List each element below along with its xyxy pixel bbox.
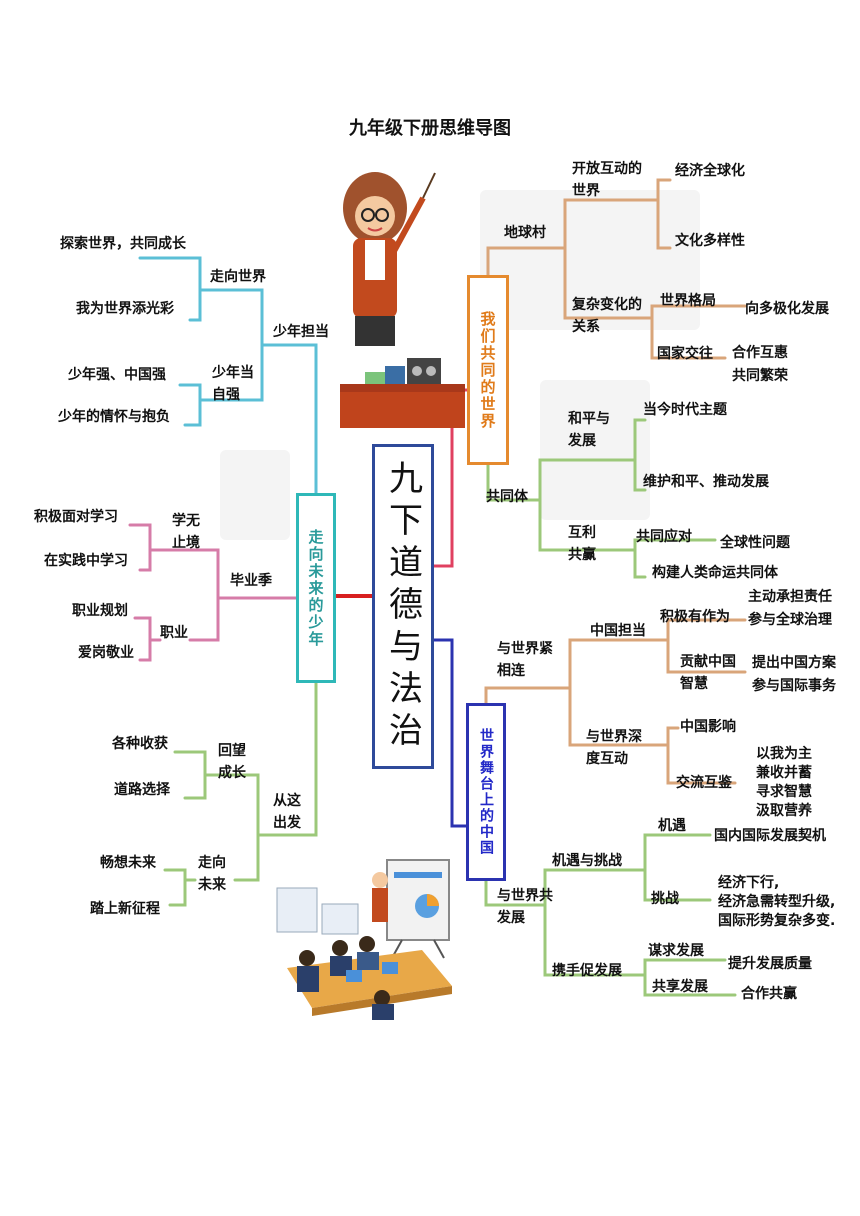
node-item: 踏上新征程: [90, 901, 160, 917]
center-topic: 九下道德与法治: [382, 459, 423, 754]
node-item: 参与全球治理: [748, 612, 832, 628]
center-topic-box: 九下道德与法治: [372, 444, 434, 769]
unit-box-right-top: 我们共同的世界: [467, 275, 509, 465]
node-item: 全球性问题: [720, 535, 790, 551]
node-section: 开放互动的世界: [572, 161, 642, 199]
node-item: 文化多样性: [675, 233, 745, 249]
node-section: 和平与发展: [568, 411, 610, 449]
node-item: 提出中国方案: [752, 655, 836, 671]
node-lesson: 共同体: [486, 489, 528, 505]
node-section: 少年当自强: [212, 365, 254, 403]
node-section: 复杂变化的关系: [572, 297, 642, 335]
node-lesson: 少年担当: [273, 324, 329, 340]
node-item: 维护和平、推动发展: [643, 474, 769, 490]
node-subsection: 共享发展: [652, 979, 708, 995]
node-item: 经济急需转型升级,: [718, 894, 836, 910]
unit-box-right-bottom: 世界舞台上的中国: [466, 703, 506, 881]
node-subsection: 挑战: [651, 891, 679, 907]
node-item: 少年强、中国强: [68, 367, 166, 383]
teacher-illustration: [340, 172, 465, 428]
node-item: 在实践中学习: [44, 553, 128, 569]
node-item: 兼收并蓄: [756, 765, 812, 781]
node-lesson: 从这出发: [273, 793, 301, 831]
node-item: 经济全球化: [675, 163, 745, 179]
world-map-shading: [540, 380, 650, 520]
node-subsection: 积极有作为: [660, 609, 730, 625]
node-item: 国内国际发展契机: [714, 828, 826, 844]
node-subsection: 机遇: [658, 818, 686, 834]
node-section: 中国担当: [590, 623, 646, 639]
node-subsection: 谋求发展: [648, 943, 704, 959]
node-section: 职业: [160, 625, 188, 641]
node-section: 互利共赢: [568, 525, 596, 563]
node-subsection: 交流互鉴: [676, 775, 732, 791]
node-item: 积极面对学习: [34, 509, 118, 525]
trunk-left-bottom: [260, 681, 318, 837]
node-item: 汲取营养: [756, 803, 812, 819]
node-item: 寻求智慧: [756, 784, 812, 800]
node-item: 探索世界，共同成长: [60, 236, 186, 252]
node-item: 合作共赢: [741, 986, 797, 1002]
node-item: 经济下行,: [718, 875, 780, 891]
node-item: 共同繁荣: [732, 368, 788, 384]
connector-right-bottom: [432, 638, 468, 828]
node-section: 学无止境: [172, 513, 200, 551]
node-lesson: 与世界紧相连: [497, 641, 553, 679]
node-lesson: 与世界共发展: [497, 888, 553, 926]
node-item: 提升发展质量: [728, 956, 812, 972]
node-subsection: 国家交往: [657, 346, 713, 362]
page-title: 九年级下册思维导图: [349, 118, 511, 139]
node-lesson: 地球村: [504, 225, 546, 241]
node-section: 与世界深度互动: [586, 729, 642, 767]
node-subsection: 世界格局: [660, 293, 716, 309]
node-item: 职业规划: [72, 603, 128, 619]
unit-title-left: 走向未来的少年: [306, 528, 325, 648]
node-item: 各种收获: [112, 736, 168, 752]
node-item: 合作互惠: [732, 345, 788, 361]
node-item: 当今时代主题: [643, 402, 727, 418]
node-item: 少年的情怀与抱负: [58, 409, 170, 425]
unit-title-right-bottom: 世界舞台上的中国: [478, 728, 494, 856]
node-section: 携手促发展: [552, 963, 622, 979]
meeting-illustration: [276, 859, 452, 1020]
node-item: 主动承担责任: [748, 589, 832, 605]
node-item: 参与国际事务: [752, 678, 836, 694]
node-item: 道路选择: [114, 782, 170, 798]
node-lesson: 毕业季: [230, 573, 272, 589]
node-section: 机遇与挑战: [552, 853, 622, 869]
node-item: 构建人类命运共同体: [652, 565, 778, 581]
node-item: 向多极化发展: [745, 301, 829, 317]
node-item: 国际形势复杂多变.: [718, 913, 836, 929]
unit-box-left: 走向未来的少年: [296, 493, 336, 683]
node-subsection: 贡献中国智慧: [680, 654, 736, 692]
node-section: 走向世界: [210, 269, 266, 285]
node-section: 回望成长: [218, 743, 246, 781]
world-map-shading: [220, 450, 290, 540]
node-subsection: 中国影响: [680, 719, 736, 735]
node-item: 以我为主: [756, 746, 812, 762]
node-section: 走向未来: [198, 855, 226, 893]
node-item: 我为世界添光彩: [76, 301, 174, 317]
node-subsection: 共同应对: [636, 529, 692, 545]
trunk-left-top: [273, 343, 318, 495]
node-item: 畅想未来: [100, 855, 156, 871]
unit-title-right-top: 我们共同的世界: [478, 310, 497, 430]
node-item: 爱岗敬业: [78, 645, 134, 661]
